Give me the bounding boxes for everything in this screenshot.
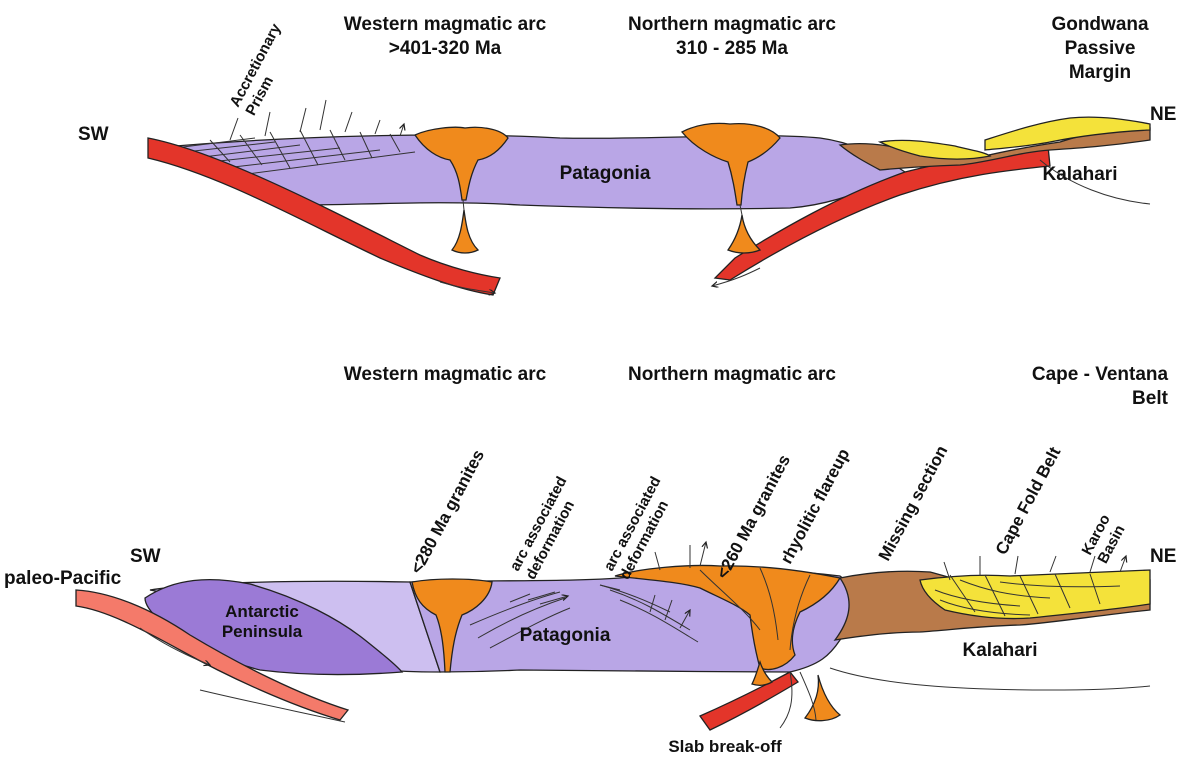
top-northern-arc-age: 310 - 285 Ma <box>676 38 788 59</box>
bottom-sw-label: SW <box>130 546 161 567</box>
top-kalahari-label: Kalahari <box>1043 164 1118 185</box>
slab-breakoff <box>700 672 798 730</box>
bottom-kalahari-label: Kalahari <box>963 640 1038 661</box>
top-section: SW NE Accretionary Prism Western magmati… <box>78 14 1176 295</box>
cape-fold-label: Cape Fold Belt <box>992 444 1065 558</box>
margin-label: Margin <box>1069 62 1131 83</box>
slab-breakoff-magma-2 <box>805 675 840 721</box>
passive-label: Passive <box>1065 38 1136 59</box>
belt-label: Belt <box>1132 388 1169 409</box>
bottom-patagonia-label: Patagonia <box>520 625 611 646</box>
top-ne-label: NE <box>1150 104 1176 125</box>
top-sw-label: SW <box>78 124 109 145</box>
top-western-arc-label: Western magmatic arc <box>344 14 547 35</box>
bottom-western-arc-label: Western magmatic arc <box>344 364 547 385</box>
bottom-section: Western magmatic arc Northern magmatic a… <box>4 364 1176 756</box>
top-patagonia-label: Patagonia <box>560 163 651 184</box>
bottom-northern-arc-label: Northern magmatic arc <box>628 364 836 385</box>
top-northern-arc-root <box>728 215 760 253</box>
top-western-arc-age: >401-320 Ma <box>389 38 502 59</box>
antarctic-label: Antarctic <box>225 602 299 621</box>
slab-breakoff-label: Slab break-off <box>668 737 782 756</box>
gondwana-label: Gondwana <box>1051 14 1149 35</box>
granites-260-label: <260 Ma granites <box>713 452 794 582</box>
peninsula-label: Peninsula <box>222 622 303 641</box>
cape-ventana-label: Cape - Ventana <box>1032 364 1169 385</box>
granites-280-label: <280 Ma granites <box>407 447 488 577</box>
paleo-pacific-label: paleo-Pacific <box>4 568 122 589</box>
top-northern-arc-label: Northern magmatic arc <box>628 14 836 35</box>
missing-section-label: Missing section <box>875 442 952 564</box>
bottom-ne-label: NE <box>1150 546 1176 567</box>
top-western-arc-root <box>452 210 478 253</box>
